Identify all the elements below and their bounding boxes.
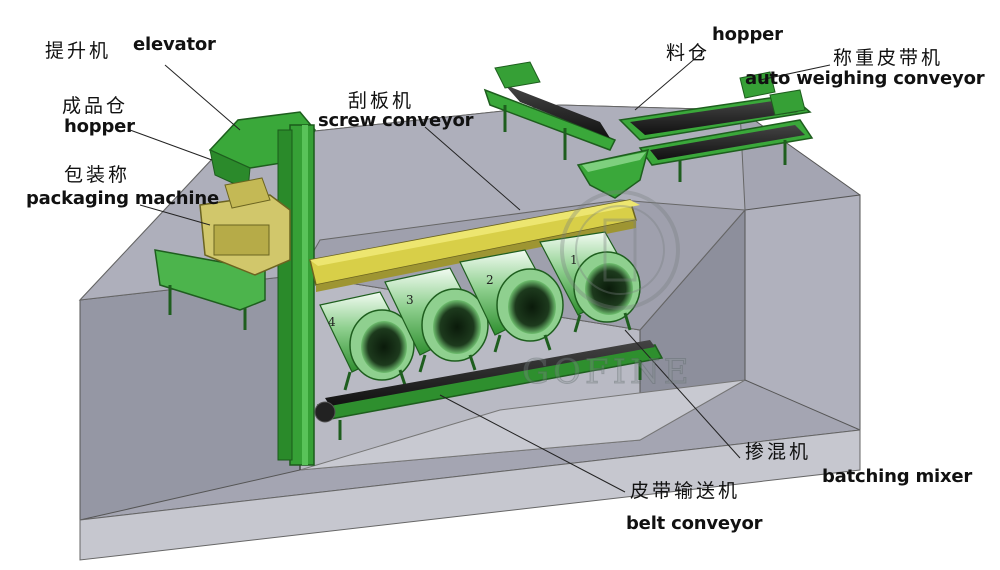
- label-product-hopper-en: hopper: [64, 116, 135, 137]
- mixer-number-4: 4: [328, 315, 336, 329]
- watermark-text: GOFINE: [522, 352, 693, 393]
- leader-lines: [129, 49, 831, 493]
- mixer-number-2: 2: [486, 273, 494, 287]
- packaging-machine: [154, 177, 291, 330]
- logo-watermark: [560, 190, 680, 310]
- label-product-hopper-cn: 成品仓: [62, 95, 129, 117]
- mixer-drums: 4 3 2 1: [319, 231, 641, 391]
- label-weighing-cn: 称重皮带机: [833, 47, 944, 69]
- label-packaging-en: packaging machine: [26, 188, 220, 209]
- label-belt-en: belt conveyor: [626, 513, 763, 534]
- label-screw-cn: 刮板机: [348, 90, 415, 112]
- label-raw-hopper-en: hopper: [712, 24, 783, 45]
- label-elevator-cn: 提升机: [45, 40, 112, 62]
- mixer-drum-3: [384, 267, 489, 373]
- label-screw-en: screw conveyor: [318, 110, 474, 131]
- label-elevator-en: elevator: [133, 34, 216, 55]
- mixer-drum-2: [459, 249, 564, 353]
- mixer-drum-4: [319, 291, 415, 391]
- label-weighing-en: auto weighing conveyor: [745, 68, 985, 89]
- label-raw-hopper-cn: 料仓: [666, 42, 711, 64]
- scraper-conveyor: [309, 199, 640, 292]
- label-mixer-cn: 掺混机: [745, 441, 812, 463]
- mixer-number-1: 1: [570, 253, 578, 267]
- label-packaging-cn: 包装称: [64, 164, 131, 186]
- mixer-number-3: 3: [406, 293, 414, 307]
- bottom-belt-conveyor: [314, 340, 664, 440]
- mixer-drum-1: [539, 231, 641, 333]
- label-mixer-en: batching mixer: [822, 466, 973, 487]
- weighing-conveyors: [483, 61, 814, 199]
- label-belt-cn: 皮带输送机: [630, 480, 741, 502]
